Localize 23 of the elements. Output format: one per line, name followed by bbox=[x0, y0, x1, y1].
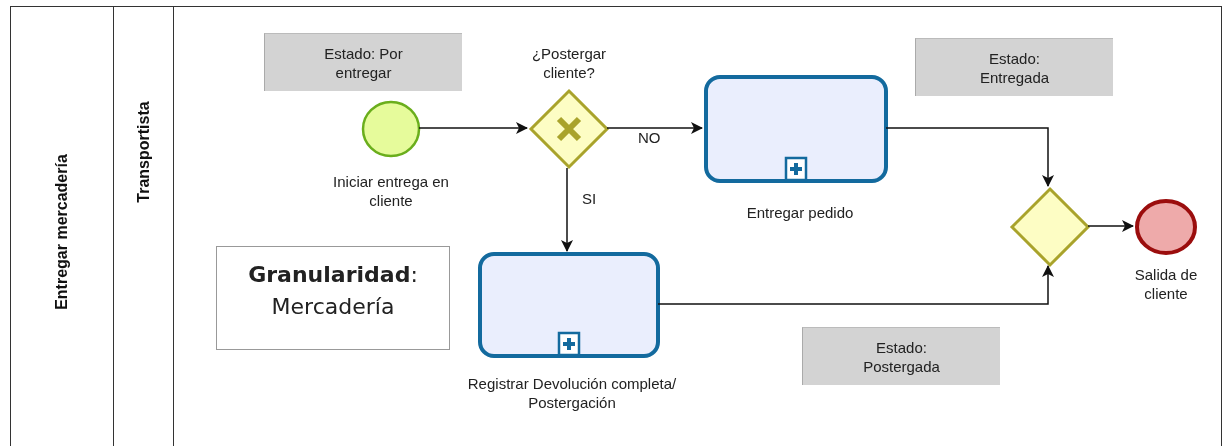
pool-label: Entregar mercadería bbox=[53, 154, 71, 310]
annotation-box bbox=[802, 327, 1000, 385]
sequence-arrow bbox=[418, 122, 528, 134]
lane-label: Transportista bbox=[135, 101, 153, 203]
event-label: Salida de cliente bbox=[1133, 265, 1199, 303]
note-box bbox=[216, 246, 450, 350]
sequence-arrow bbox=[606, 122, 703, 134]
annotation-text: Estado: Entregada bbox=[978, 48, 1051, 87]
annotation-text: Estado: Por entregar bbox=[323, 43, 404, 82]
note-text: Mercadería bbox=[270, 293, 396, 321]
event-label: Iniciar entrega en cliente bbox=[332, 172, 450, 210]
event-label: Entregar pedido bbox=[745, 203, 855, 222]
annotation-box bbox=[915, 38, 1113, 96]
event-label: Registrar Devolución completa/ Postergación bbox=[466, 374, 678, 412]
event-label: ¿Postergar cliente? bbox=[530, 44, 608, 82]
note-heading: Granularidad: bbox=[247, 261, 419, 289]
sequence-arrow bbox=[1087, 220, 1134, 232]
annotation-box bbox=[264, 33, 462, 91]
gateway-diamond bbox=[1010, 187, 1090, 267]
sequence-arrow bbox=[885, 127, 1054, 187]
sequence-arrow bbox=[561, 167, 573, 252]
sequence-arrow bbox=[657, 265, 1054, 305]
annotation-text: Estado: Postergada bbox=[862, 337, 941, 376]
